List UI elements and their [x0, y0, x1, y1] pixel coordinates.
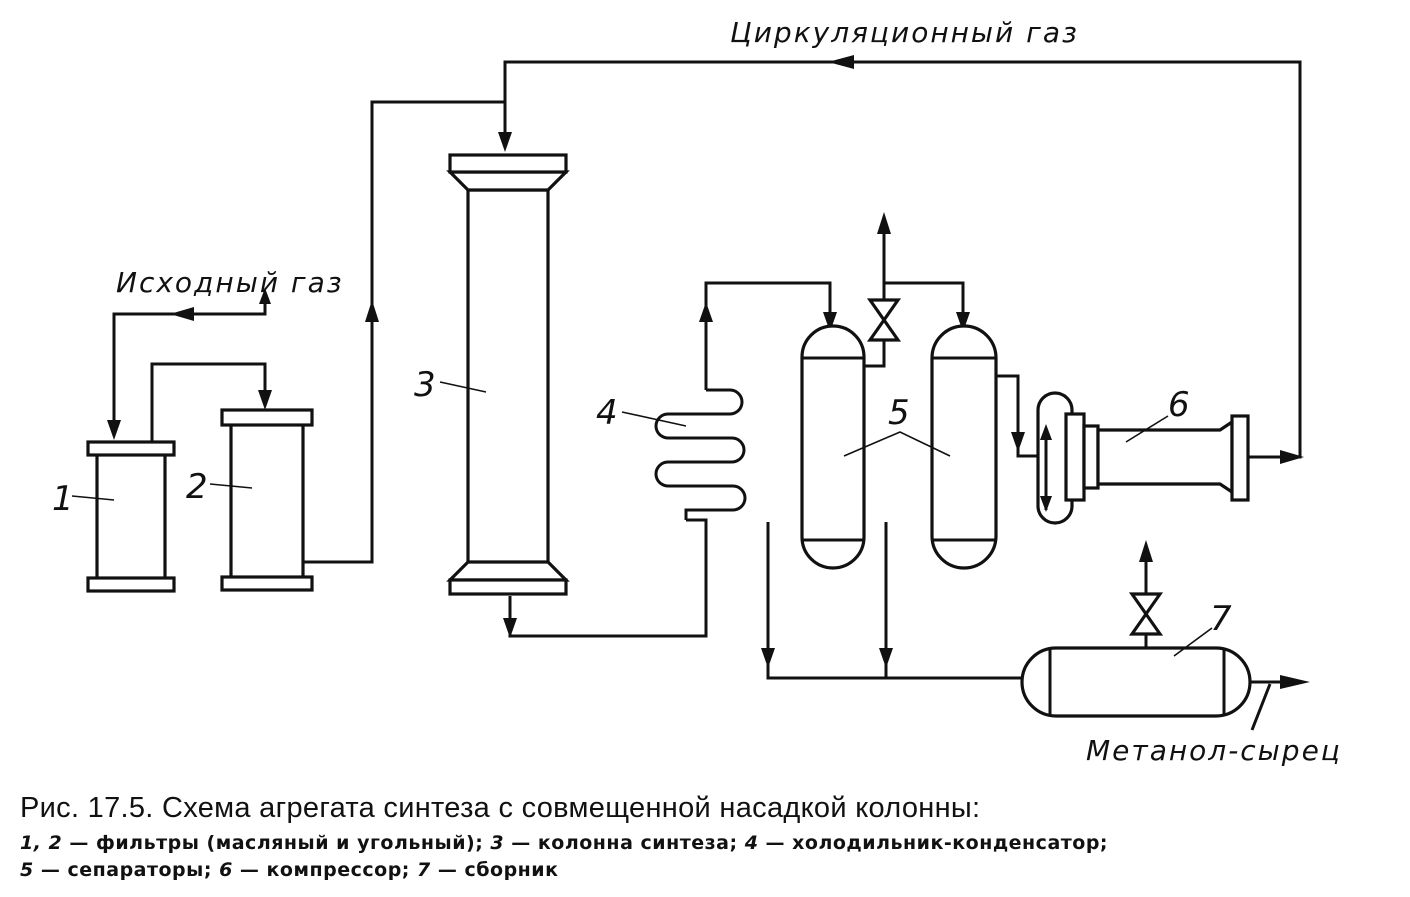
legend-item-7: 7 — сборник [417, 859, 559, 881]
separator-a-drain-pipe [766, 522, 1026, 680]
caption-title: Рис. 17.5. Схема агрегата синтеза с совм… [20, 792, 981, 824]
legend-item-3: 3 — колонна синтеза; [490, 832, 745, 854]
leader-4 [621, 411, 687, 427]
arrow-source-gas-tip [259, 288, 271, 304]
separator-b [930, 324, 998, 570]
filter2-to-column-pipe [304, 100, 505, 564]
separator-b-to-compressor-pipe [996, 374, 1040, 458]
synthesis-column [446, 153, 570, 596]
condenser-coil [654, 388, 747, 520]
circulating-gas-label: Циркуляционный газ [730, 16, 1079, 49]
source-gas-label: Исходный газ [116, 266, 344, 299]
leader-3 [439, 381, 487, 393]
filter-2 [220, 408, 314, 592]
arrow-to-separator-b [956, 312, 970, 332]
compressor [1036, 391, 1250, 525]
arrow-source-gas-left [170, 307, 194, 321]
collector [1020, 646, 1252, 718]
arrow-column-bottom [503, 618, 517, 638]
arrow-filter2-up [365, 300, 379, 322]
legend-item-1-2: 1, 2 — фильтры (масляный и угольный); [20, 832, 491, 854]
filter-1 [86, 440, 176, 593]
arrow-purge-up [877, 212, 891, 234]
methanol-leader-line [1250, 683, 1272, 731]
separator-a [800, 324, 866, 570]
arrow-to-column-top [498, 132, 512, 152]
condenser-to-separator-pipe [704, 281, 832, 390]
arrow-circulating-left [828, 55, 854, 69]
arrow-separator-b-drain [879, 648, 893, 668]
arrow-separator-a-drain [761, 648, 775, 668]
equipment-number-6: 6 [1168, 385, 1190, 425]
legend-item-4: 4 — холодильник-конденсатор; [744, 832, 1109, 854]
arrow-separator-b-down [1011, 432, 1025, 452]
arrow-to-filter-1 [107, 420, 121, 440]
crude-methanol-label: Метанол-сырец [1086, 734, 1342, 767]
arrow-methanol-out [1280, 675, 1310, 689]
process-flow-diagram: Циркуляционный газ Исходный газ Метанол-… [52, 16, 1342, 767]
equipment-number-3: 3 [414, 365, 436, 405]
figure-caption: Рис. 17.5. Схема агрегата синтеза с совм… [20, 790, 1400, 884]
caption-legend: 1, 2 — фильтры (масляный и угольный); 3 … [20, 830, 1400, 884]
leader-7 [1173, 627, 1213, 657]
leader-5 [843, 431, 951, 457]
equipment-number-2: 2 [186, 467, 208, 507]
arrow-condenser-up [699, 302, 713, 322]
leader-6 [1125, 415, 1169, 443]
filter1-to-filter2-pipe [150, 362, 267, 442]
purge-valve-icon [866, 298, 902, 342]
legend-item-5: 5 — сепараторы; [20, 859, 220, 881]
equipment-number-1: 1 [52, 479, 74, 519]
equipment-number-5: 5 [888, 393, 910, 433]
arrow-to-filter-2 [258, 390, 272, 410]
arrow-compressor-out [1280, 450, 1304, 464]
vent-valve-icon [1128, 592, 1164, 636]
equipment-number-7: 7 [1210, 599, 1232, 639]
leader-1 [71, 495, 115, 501]
legend-item-6: 6 — компрессор; [219, 859, 418, 881]
arrow-vent-up [1139, 540, 1153, 562]
leader-2 [209, 483, 253, 489]
equipment-number-4: 4 [596, 393, 618, 433]
arrow-to-separator-a [823, 312, 837, 332]
